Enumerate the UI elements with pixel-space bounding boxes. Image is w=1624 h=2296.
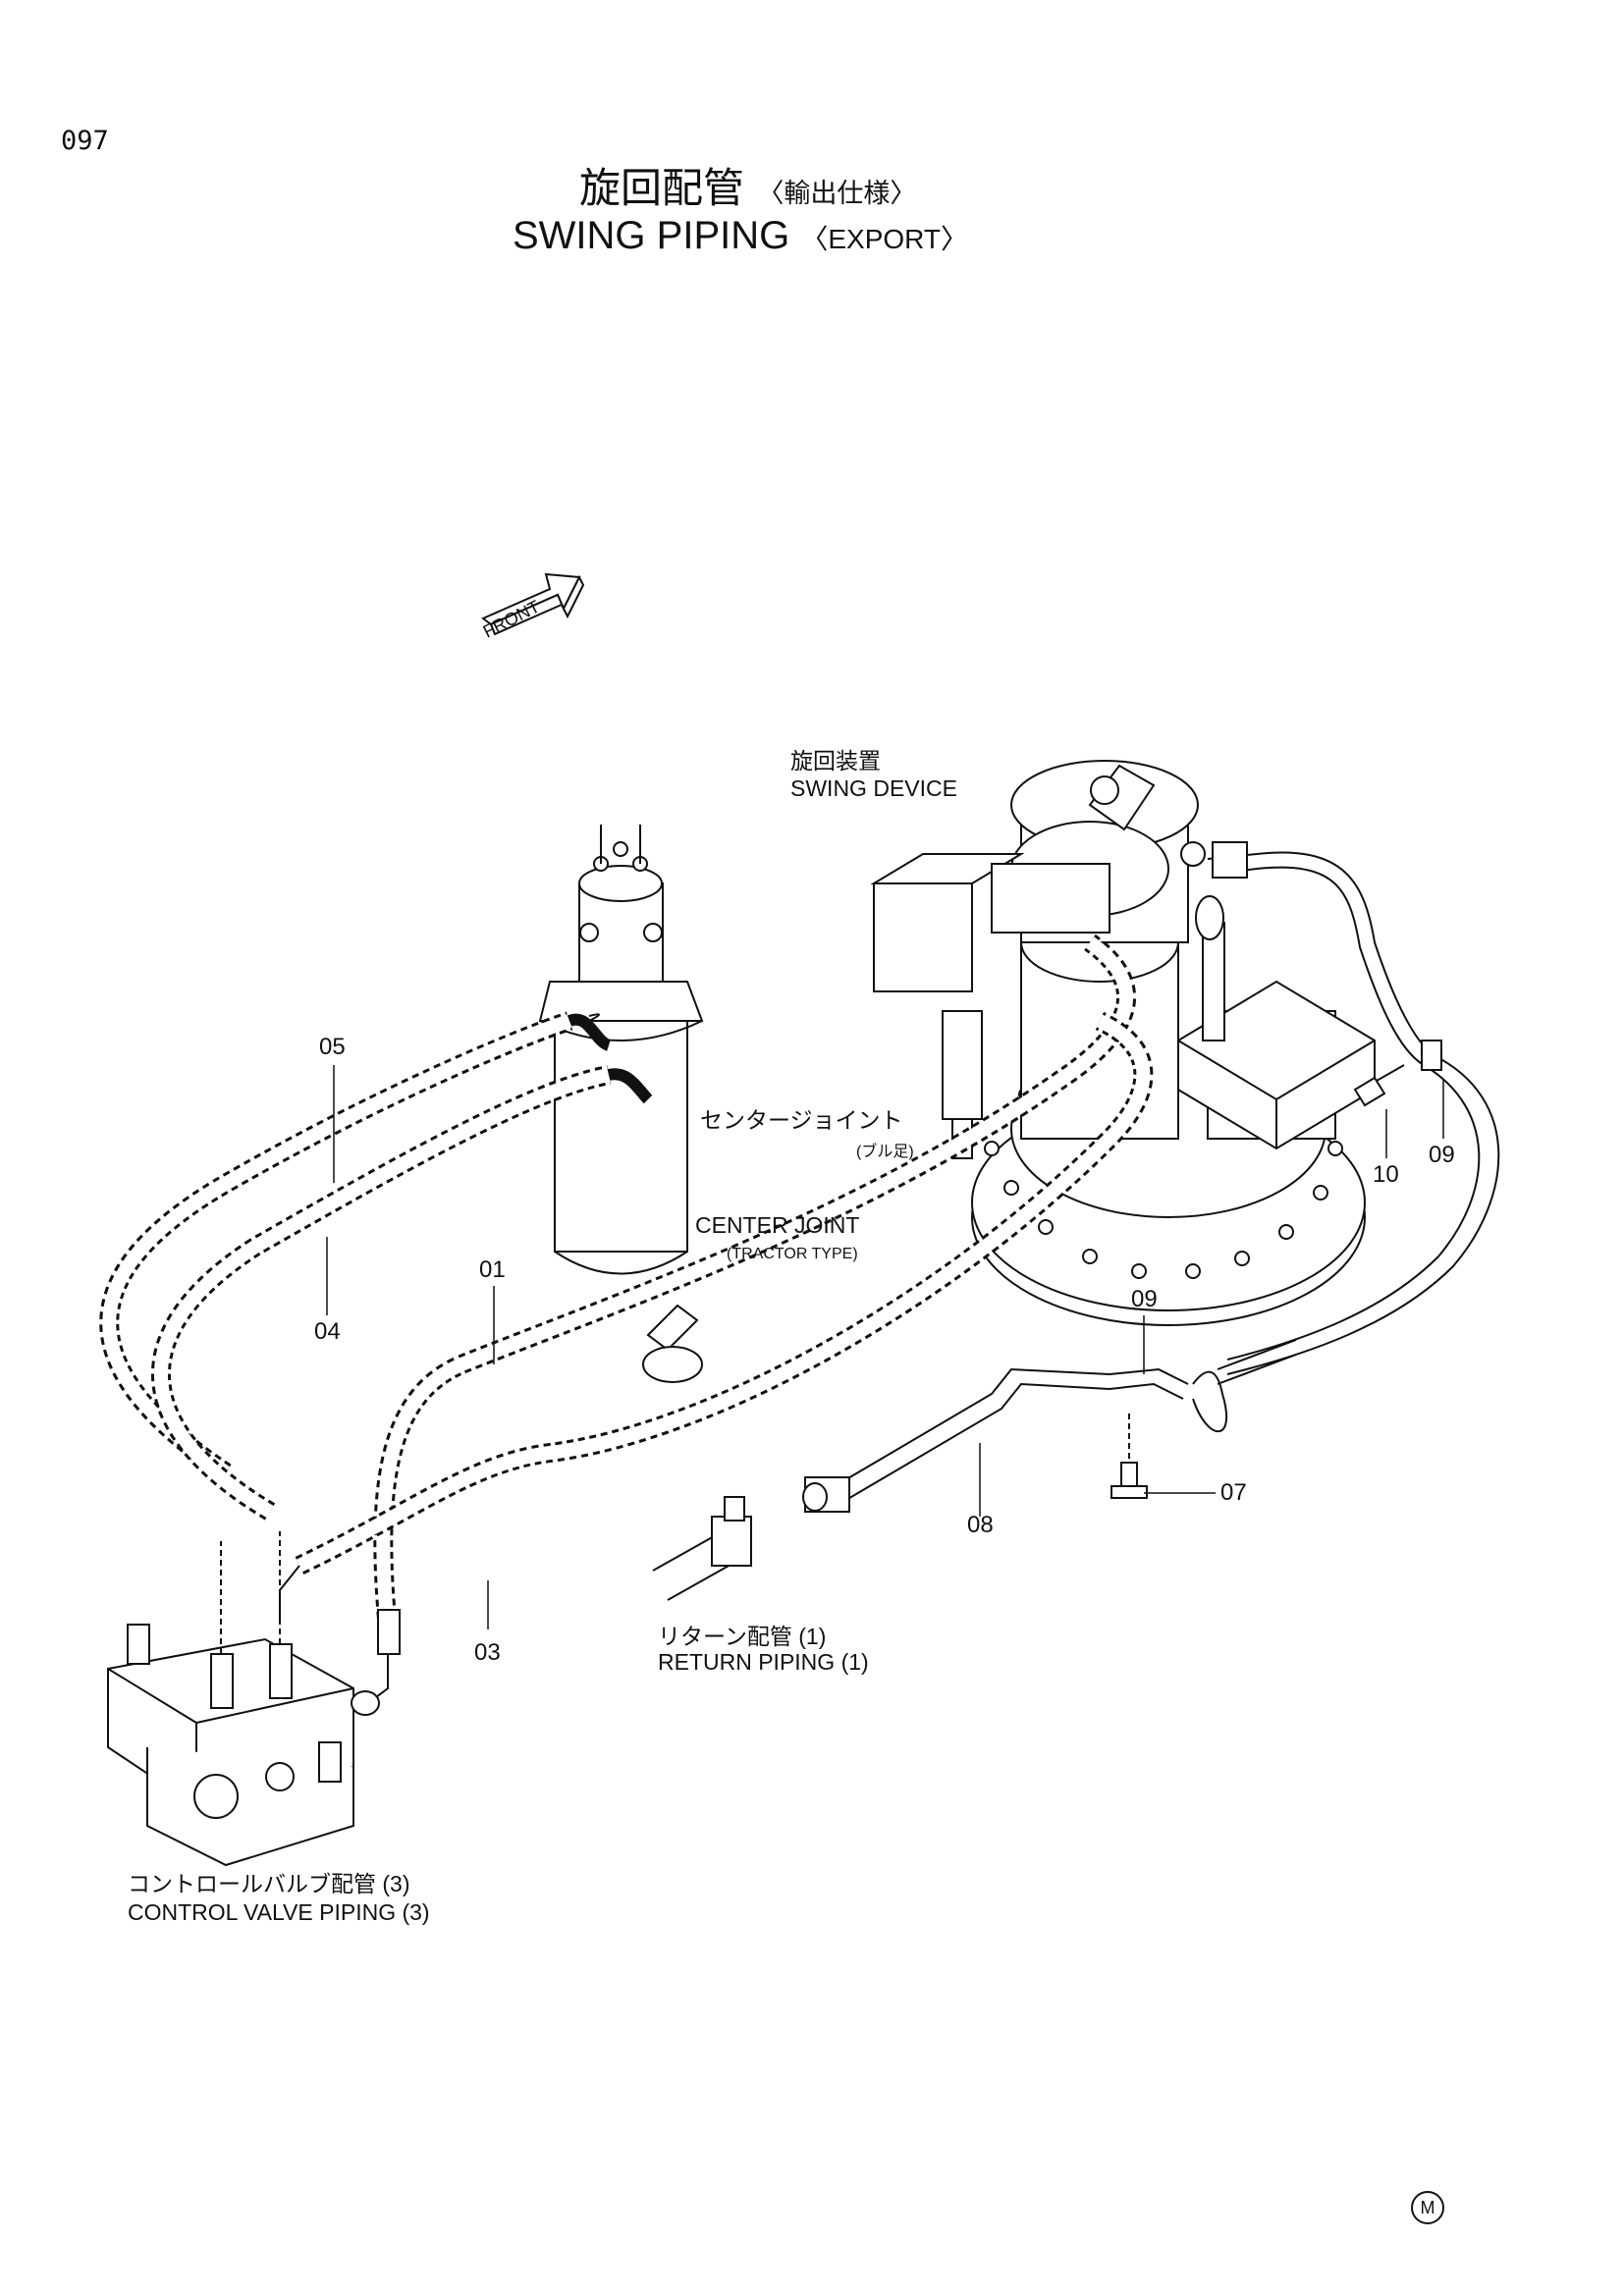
control-valve-label-jp: コントロールバルブ配管 (3) (128, 1871, 410, 1896)
callout-part-01: 01 (479, 1256, 506, 1283)
callout-part-10: 10 (1373, 1161, 1399, 1188)
title-english: SWING PIPING 〈EXPORT〉 (513, 214, 968, 258)
title-japanese-main: 旋回配管 (579, 164, 745, 212)
front-arrow-label: FRONT (480, 597, 543, 642)
callout-part-08: 08 (967, 1512, 994, 1538)
center-joint-label-jp-sub: (ブル足) (856, 1144, 914, 1160)
title-english-main: SWING PIPING (513, 214, 790, 257)
center-joint-label-en-sub: (TRACTOR TYPE) (727, 1246, 858, 1262)
callout-part-07: 07 (1220, 1479, 1247, 1506)
callout-part-04: 04 (314, 1318, 341, 1345)
bolt-07 (1110, 1414, 1148, 1499)
callout-part-09-lower: 09 (1131, 1286, 1158, 1312)
hose-03 (279, 1011, 1154, 1620)
callout-leaders (326, 1065, 1444, 1629)
return-piping-label-jp: リターン配管 (1) (658, 1624, 827, 1649)
return-piping-stub (652, 1496, 752, 1601)
control-valve-label-en: CONTROL VALVE PIPING (3) (128, 1899, 430, 1925)
front-arrow: FRONT (480, 572, 585, 642)
return-piping-label-en: RETURN PIPING (1) (658, 1649, 869, 1675)
bolt-10 (1353, 1064, 1405, 1107)
center-joint-label-en: CENTER JOINT (695, 1212, 860, 1238)
control-valve (107, 1531, 354, 1867)
center-joint (538, 825, 704, 1383)
title-japanese: 旋回配管 〈輸出仕様〉 (579, 155, 916, 215)
registered-mark: M (1411, 2191, 1444, 2224)
callout-part-09-upper: 09 (1429, 1142, 1455, 1168)
callout-part-03: 03 (474, 1639, 501, 1666)
callout-01-part-05: 05 (319, 1034, 346, 1060)
hose-04 (150, 1065, 653, 1521)
hose-01 (351, 934, 1136, 1716)
hose-05 (99, 1011, 612, 1481)
center-joint-label-jp: センタージョイント (700, 1107, 903, 1133)
page-number: 097 (61, 126, 109, 156)
swing-device-bolt-ring (984, 1062, 1343, 1279)
swing-device-label-en: SWING DEVICE (790, 775, 957, 801)
swing-device (870, 760, 1376, 1326)
swing-device-label-jp: 旋回装置 (790, 748, 881, 774)
tube-08 (802, 1339, 1297, 1513)
title-japanese-sub: 〈輸出仕様〉 (757, 179, 917, 209)
drain-tube (1180, 841, 1500, 1375)
title-english-sub: 〈EXPORT〉 (800, 224, 969, 254)
